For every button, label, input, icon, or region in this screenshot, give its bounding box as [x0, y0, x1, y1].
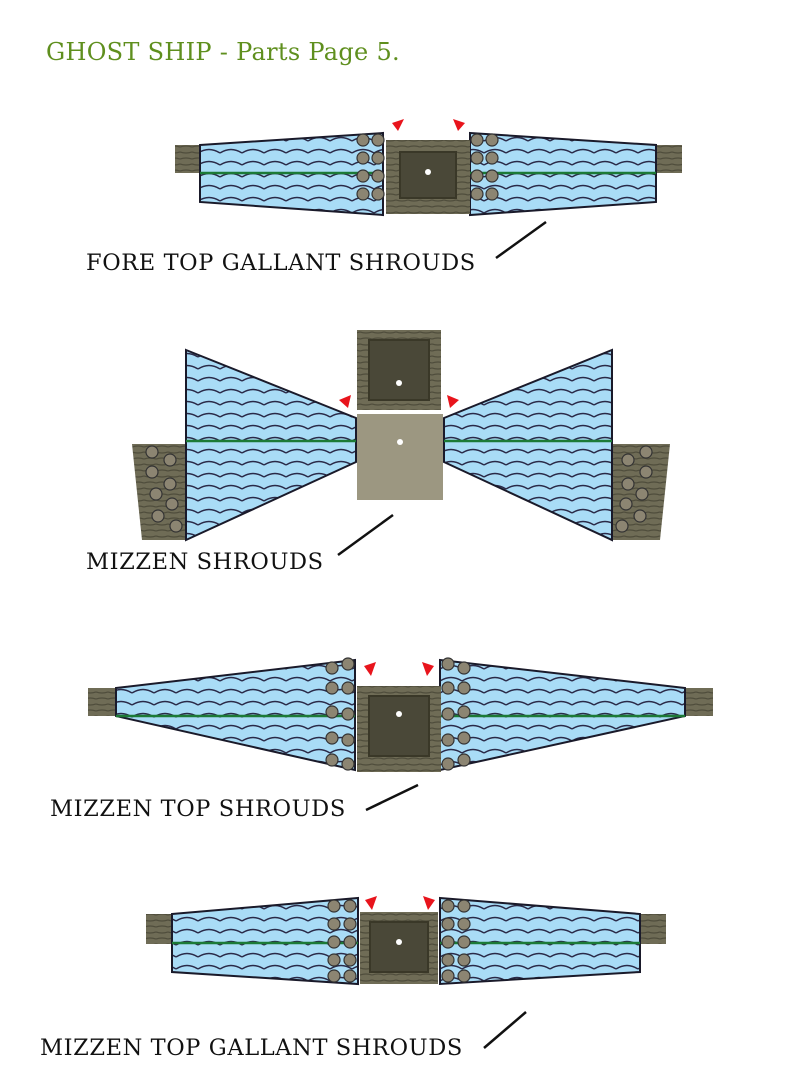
- mizzen-top-shrouds-part: [88, 657, 713, 812]
- page-title: GHOST SHIP - Parts Page 5.: [46, 38, 400, 66]
- fold-marker: [339, 395, 351, 408]
- right-end-tab: [656, 145, 682, 173]
- leader-line: [495, 220, 547, 260]
- deadeyes-right: [615, 445, 653, 533]
- deadeyes-right: [441, 899, 471, 983]
- fold-marker: [422, 662, 434, 676]
- right-shroud-panel: [439, 896, 641, 986]
- deadeyes-left: [327, 899, 357, 983]
- leader-line: [483, 1011, 527, 1049]
- leader-line: [365, 783, 419, 812]
- fold-marker: [392, 119, 404, 131]
- fold-marker: [423, 896, 435, 910]
- fore-top-gallant-shrouds-part: [175, 119, 682, 260]
- leader-line: [337, 513, 394, 557]
- deadeyes-left: [145, 445, 183, 533]
- deadeyes-right: [441, 657, 471, 771]
- right-end-tab: [638, 914, 666, 944]
- deadeyes-left: [325, 657, 355, 771]
- right-shroud-panel: [443, 348, 613, 542]
- fold-marker: [453, 119, 465, 131]
- left-end-tab: [88, 688, 118, 716]
- part-label-mizzen-shrouds: MIZZEN SHROUDS: [86, 549, 324, 575]
- left-shroud-panel: [171, 896, 359, 986]
- part-label-mizzen-top-gallant-shrouds: MIZZEN TOP GALLANT SHROUDS: [40, 1035, 463, 1061]
- right-end-tab: [683, 688, 713, 716]
- deadeyes-right: [470, 133, 499, 201]
- part-label-mizzen-top-shrouds: MIZZEN TOP SHROUDS: [50, 796, 346, 822]
- left-end-tab: [146, 914, 174, 944]
- deadeyes-left: [356, 133, 385, 201]
- mizzen-shrouds-part: [132, 330, 670, 557]
- fold-marker: [365, 896, 377, 910]
- fold-marker: [447, 395, 459, 408]
- left-end-tab: [175, 145, 201, 173]
- fold-marker: [364, 662, 376, 676]
- mast-block: [357, 414, 443, 500]
- left-shroud-panel: [185, 348, 357, 542]
- part-label-fore-top-gallant-shrouds: FORE TOP GALLANT SHROUDS: [86, 250, 476, 276]
- mizzen-top-gallant-shrouds-part: [146, 896, 666, 1049]
